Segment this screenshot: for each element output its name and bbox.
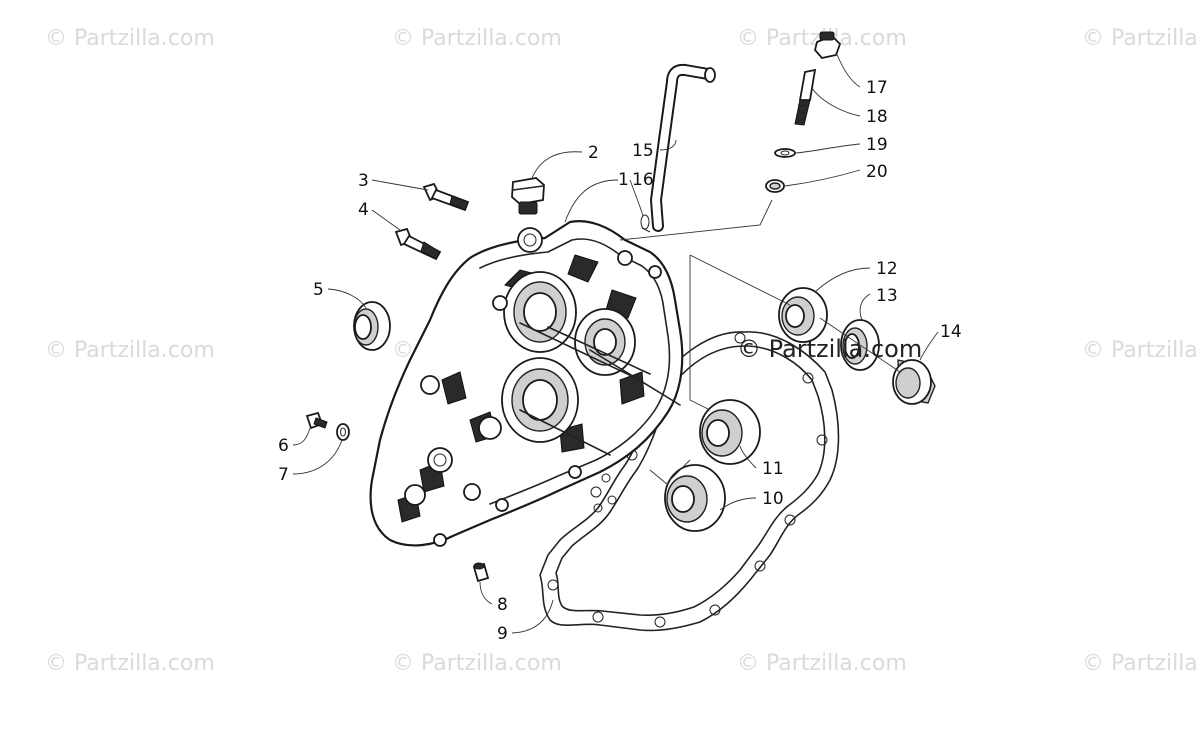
callout-3: 3 — [358, 171, 369, 191]
callout-17: 17 — [866, 78, 888, 98]
watermark: © Partzilla.com — [45, 651, 215, 676]
callout-14: 14 — [940, 322, 962, 342]
leader-lines — [292, 51, 939, 634]
callout-12: 12 — [876, 259, 898, 279]
callout-1: 1 — [618, 170, 629, 190]
callout-6: 6 — [278, 436, 289, 456]
callout-11: 11 — [762, 459, 784, 479]
callout-8: 8 — [497, 595, 508, 615]
seal-part-5 — [353, 301, 391, 351]
watermark-center: © Partzilla.com — [737, 335, 922, 363]
washer-part-7 — [336, 423, 350, 441]
callout-16: 16 — [632, 170, 654, 190]
bearing-part-11 — [699, 399, 761, 465]
watermark: © Partzilla.com — [45, 338, 215, 363]
bolt-part-3 — [422, 182, 470, 212]
watermark: © Partzilla.com — [45, 26, 215, 51]
gasket-part-9 — [539, 331, 840, 632]
seal-part-13 — [840, 319, 880, 371]
callout-10: 10 — [762, 489, 784, 509]
hose-part-15 — [650, 63, 716, 232]
bearing-part-10 — [664, 464, 726, 532]
callout-19: 19 — [866, 135, 888, 155]
callout-13: 13 — [876, 286, 898, 306]
callout-4: 4 — [358, 200, 369, 220]
dowel-part-8 — [472, 562, 490, 583]
callout-labels: 1 2 3 4 5 6 7 8 9 10 11 12 13 14 15 16 1… — [278, 78, 962, 644]
bearing-part-12 — [778, 287, 828, 343]
watermark: © Partzilla.com — [1082, 651, 1200, 676]
crankcase-cover-part-1 — [369, 220, 684, 547]
callout-9: 9 — [497, 624, 508, 644]
washer-part-19 — [774, 148, 796, 158]
filler-plug-part-2 — [511, 177, 545, 215]
clamp-part-16 — [640, 214, 651, 233]
bolt-part-4 — [394, 227, 442, 261]
assembly-lines — [619, 199, 901, 486]
shaft-part-18 — [794, 68, 817, 126]
bolt-part-6 — [305, 411, 328, 430]
watermark: © Partzilla.com — [392, 651, 562, 676]
plug-part-17 — [814, 31, 842, 59]
watermark: © Partzilla.com — [1082, 26, 1200, 51]
callout-7: 7 — [278, 465, 289, 485]
bushing-part-14 — [892, 359, 936, 405]
watermark: © Partzilla.com — [737, 651, 907, 676]
callout-15: 15 — [632, 141, 654, 161]
callout-5: 5 — [313, 280, 324, 300]
seal-part-20 — [765, 179, 785, 193]
callout-2: 2 — [588, 143, 599, 163]
callout-20: 20 — [866, 162, 888, 182]
callout-18: 18 — [866, 107, 888, 127]
watermark: © Partzilla.com — [392, 26, 562, 51]
watermark: © Partzilla.com — [1082, 338, 1200, 363]
